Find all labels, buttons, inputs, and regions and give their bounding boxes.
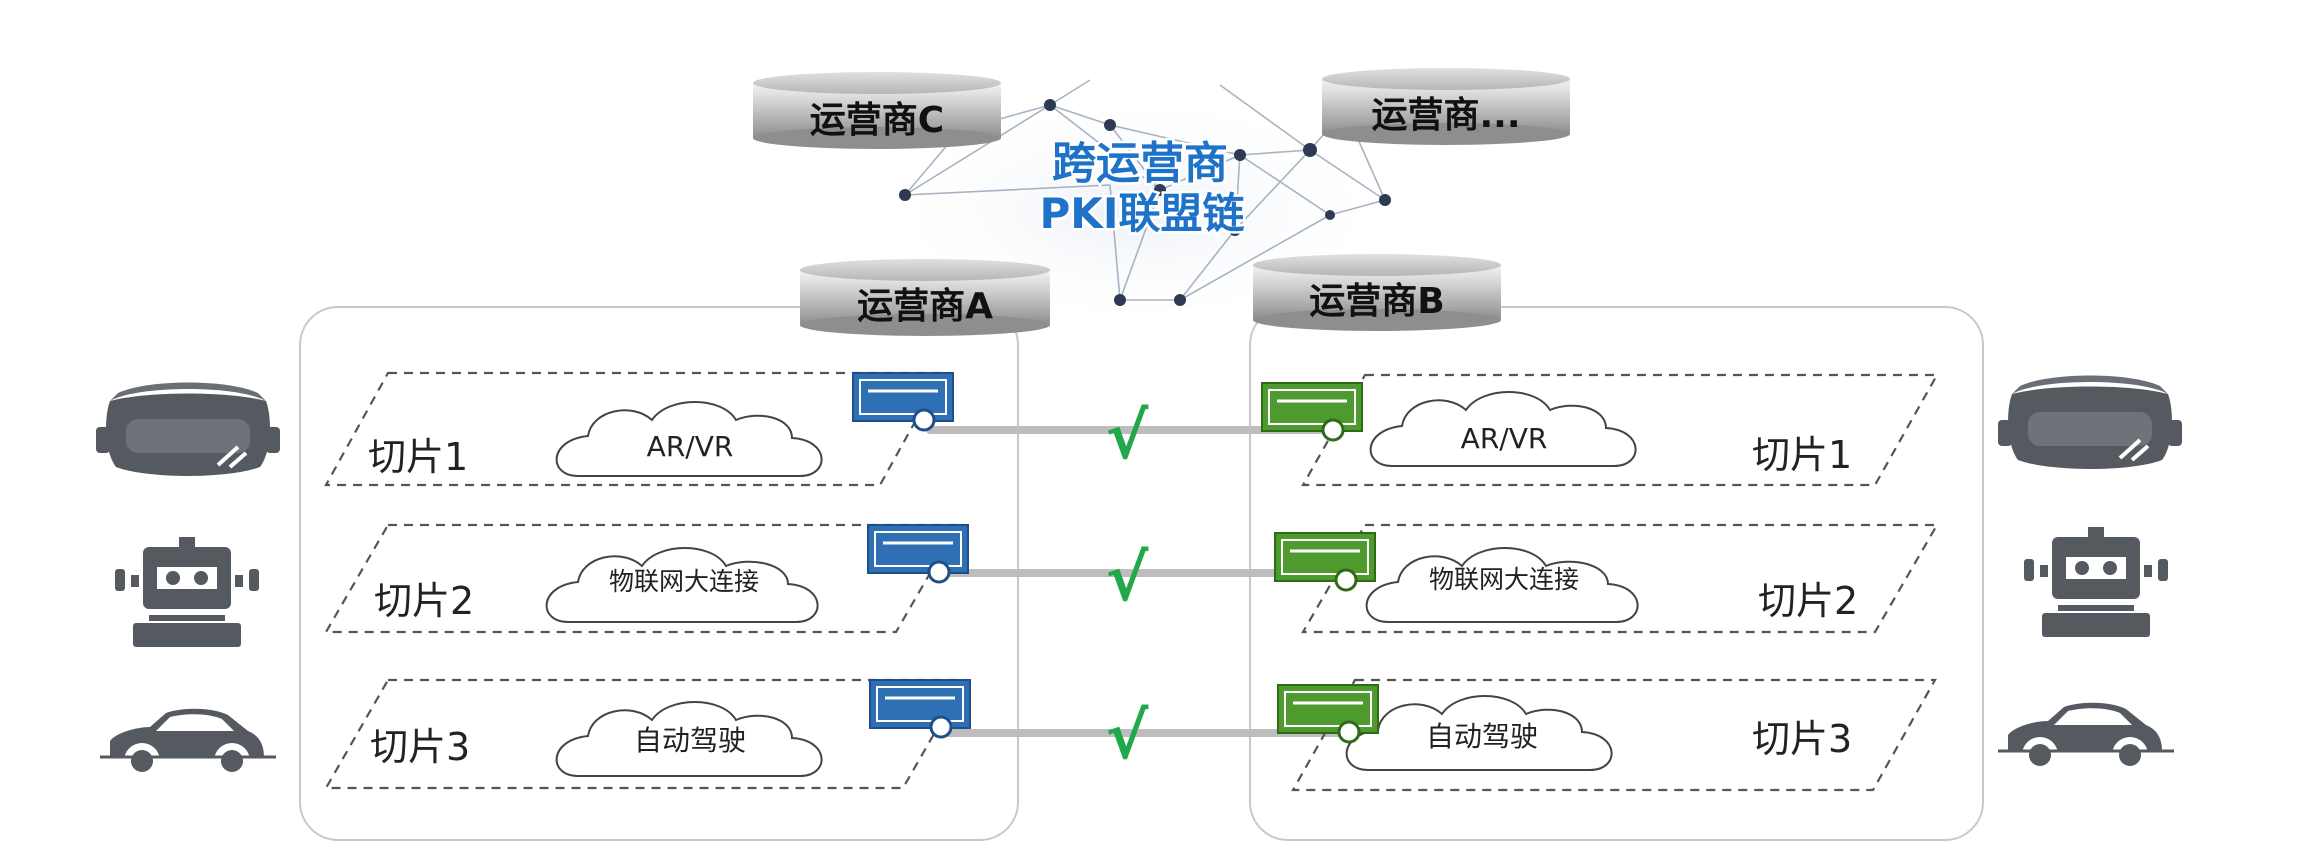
operator-etc-label: 运营商... (1371, 95, 1520, 136)
cloud-auto-right: 自动驾驶 (1345, 695, 1613, 771)
check-mark-1: √ (1106, 400, 1149, 474)
robot-right-icon (2024, 527, 2168, 637)
vr-headset-icon (96, 382, 280, 476)
slice-right-2-label: 切片2 (1758, 579, 1858, 623)
slice-right-1-label: 切片1 (1752, 433, 1852, 477)
check-mark-3: √ (1106, 700, 1149, 774)
car-icon (100, 708, 276, 779)
cloud-ar-vr-right-text: AR/VR (1461, 422, 1548, 455)
slice-right-3: 切片3 自动驾驶 (1291, 678, 1937, 792)
network-title-line2: PKI联盟链 (1040, 189, 1245, 238)
cloud-auto-right-text: 自动驾驶 (1426, 720, 1538, 753)
slice-left-3-label: 切片3 (370, 725, 470, 769)
slice-left-1: 切片1 AR/VR (324, 371, 944, 487)
certificate-left-1-icon (852, 372, 954, 432)
operator-a-node: 运营商A (800, 259, 1050, 336)
cloud-auto-left: 自动驾驶 (555, 701, 823, 777)
vr-headset-right-icon (1998, 375, 2182, 469)
cloud-iot-left-text: 物联网大连接 (609, 567, 759, 596)
operator-a-label: 运营商A (857, 286, 993, 327)
cloud-ar-vr-right: AR/VR (1369, 391, 1637, 467)
slice-right-2: 切片2 物联网大连接 (1301, 523, 1939, 634)
operator-etc-node: 运营商... (1322, 68, 1570, 145)
cloud-ar-vr-left-text: AR/VR (647, 430, 734, 463)
robot-icon (115, 537, 259, 647)
cloud-auto-left-text: 自动驾驶 (634, 724, 746, 757)
certificate-right-1-icon (1261, 382, 1363, 442)
certificate-right-2-icon (1274, 532, 1376, 592)
slice-left-2-label: 切片2 (374, 579, 474, 623)
certificate-left-3-icon (869, 679, 971, 739)
check-mark-2: √ (1106, 542, 1149, 616)
cloud-iot-right: 物联网大连接 (1365, 547, 1639, 623)
slice-left-1-label: 切片1 (368, 435, 468, 479)
certificate-right-3-icon (1277, 684, 1379, 744)
slice-left-3: 切片3 自动驾驶 (324, 678, 967, 790)
operator-c-label: 运营商C (810, 100, 944, 141)
slice-right-1: 切片1 AR/VR (1301, 373, 1939, 487)
slice-left-2: 切片2 物联网大连接 (324, 523, 960, 634)
cloud-ar-vr-left: AR/VR (555, 401, 823, 477)
car-right-icon (1998, 702, 2174, 773)
cloud-iot-left: 物联网大连接 (545, 547, 819, 623)
network-title-line1: 跨运营商 (1052, 138, 1228, 189)
certificate-left-2-icon (867, 524, 969, 584)
cloud-iot-right-text: 物联网大连接 (1429, 565, 1579, 594)
slice-right-3-label: 切片3 (1752, 717, 1852, 761)
operator-c-node: 运营商C (753, 72, 1001, 149)
operator-b-label: 运营商B (1309, 281, 1444, 322)
operator-b-node: 运营商B (1253, 254, 1501, 331)
